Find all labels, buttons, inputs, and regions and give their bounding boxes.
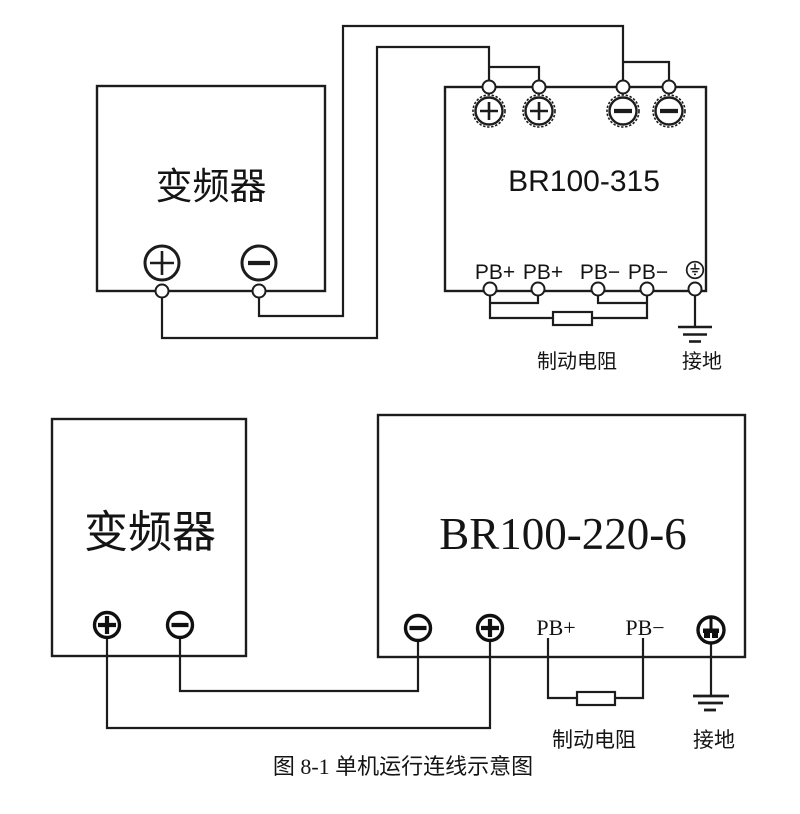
- ground2-label: 接地: [693, 728, 735, 752]
- plus-sign-icon: [150, 251, 174, 275]
- plus-sign-icon: [480, 102, 498, 120]
- brake1-minus-terminal-1: [606, 94, 640, 128]
- pb-label: PB−: [625, 615, 664, 640]
- inverter1-plus-terminal: [143, 244, 181, 282]
- junction-dot: [531, 79, 547, 95]
- junction-dot: [154, 283, 170, 299]
- earth-terminal-icon1: [685, 260, 705, 280]
- wire-pb-minus-bottom: [615, 638, 645, 700]
- earth-symbol2: [693, 694, 729, 712]
- junction-dot: [661, 79, 677, 95]
- brake1-plus-terminal-2: [522, 94, 556, 128]
- inverter2-label: 变频器: [84, 508, 216, 557]
- pb-label: PB+: [475, 261, 515, 284]
- brake2-model-label: BR100-220-6: [439, 509, 687, 559]
- brake1-plus-terminal-1: [472, 94, 506, 128]
- junction-dot: [482, 281, 498, 297]
- pb-label: PB+: [523, 261, 563, 284]
- resistor1-label: 制动电阻: [537, 350, 617, 373]
- plus-sign-icon: [481, 619, 499, 637]
- junction-dot: [615, 79, 631, 95]
- resistor2-label: 制动电阻: [552, 728, 636, 752]
- inverter1-box: [95, 84, 327, 293]
- wire-dc-minus-top: [257, 24, 625, 318]
- junction-dot: [530, 281, 546, 297]
- wire-dc-minus-bottom: [178, 625, 420, 693]
- inverter2-box: [50, 417, 248, 658]
- inverter1-minus-terminal: [240, 244, 278, 282]
- top-diagram: 变频器 BR100-315 PB+ PB+ PB− PB− 制动电阻 接地: [95, 24, 722, 373]
- brake1-minus-terminal-2: [652, 94, 686, 128]
- junction-dot: [639, 281, 655, 297]
- pb-label: PB+: [536, 615, 575, 640]
- inverter2-minus-terminal: [165, 610, 195, 640]
- brake-resistor2: [575, 690, 617, 707]
- brake-unit2-box: [376, 413, 747, 659]
- junction-dot: [590, 281, 606, 297]
- wire-pb-plus1: [488, 289, 553, 320]
- wire-dc-minus-branch: [623, 60, 671, 87]
- inverter1-label: 变频器: [156, 166, 267, 208]
- junction-dot: [481, 79, 497, 95]
- plus-sign-icon: [98, 616, 116, 634]
- junction-dot: [251, 283, 267, 299]
- earth-symbol1: [678, 325, 712, 343]
- wire-pb-minus2: [592, 289, 649, 320]
- brake2-plus-terminal: [475, 613, 505, 643]
- pb-label: PB−: [580, 261, 620, 284]
- pb-label: PB−: [628, 261, 668, 284]
- brake2-minus-terminal: [403, 613, 433, 643]
- figure-caption: 图 8-1 单机运行连线示意图: [273, 754, 533, 779]
- earth-terminal-icon2: [696, 615, 726, 645]
- bottom-diagram: 变频器 BR100-220-6 PB+ PB− 制动电阻 接地: [50, 413, 747, 752]
- plus-sign-icon: [530, 102, 548, 120]
- inverter2-plus-terminal: [92, 610, 122, 640]
- wire-dc-plus-top: [160, 45, 491, 340]
- ground1-label: 接地: [682, 350, 722, 373]
- junction-dot: [687, 281, 703, 297]
- wire-dc-plus-bottom: [105, 625, 492, 730]
- wire-dc-plus-branch: [489, 65, 541, 87]
- brake-resistor1: [551, 310, 594, 327]
- brake1-model-label: BR100-315: [508, 165, 660, 198]
- wire-pb-plus-bottom: [546, 638, 577, 700]
